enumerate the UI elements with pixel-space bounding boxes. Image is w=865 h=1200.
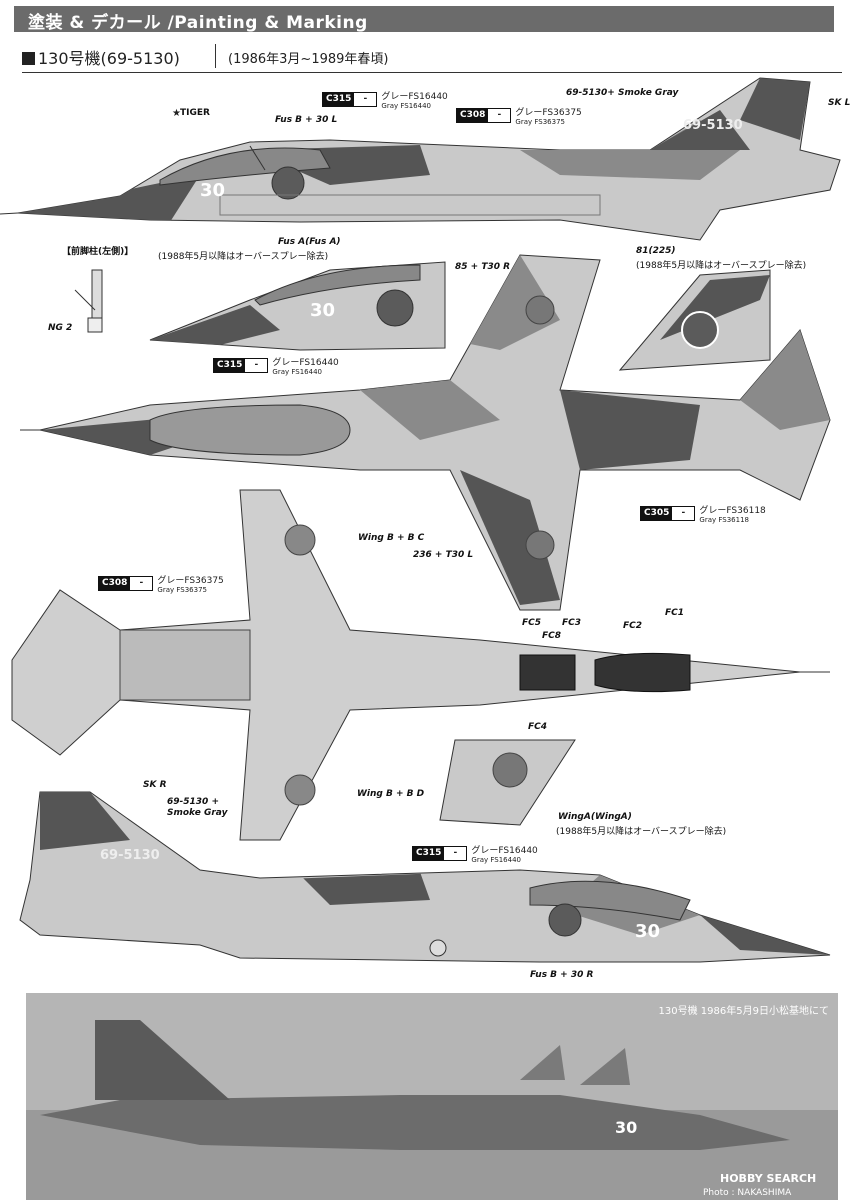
aircraft-number-left: 30 (200, 180, 226, 201)
callout-fus-a: Fus A(Fus A) (278, 237, 341, 247)
callout-wing-bbd: Wing B + B D (357, 789, 425, 799)
callout-sk-l: SK L (828, 98, 851, 108)
bottom-view (11, 489, 830, 841)
nose-gear-detail (74, 269, 103, 333)
callout-81-note: (1988年5月以降はオーバースプレー除去) (636, 261, 807, 271)
callout-81: 81(225) (636, 246, 676, 256)
photo-aircraft (26, 993, 838, 1200)
page-title: 塗装 & デカール /Painting & Marking (28, 13, 368, 33)
fin-detail (618, 269, 771, 371)
callout-smoke-gray-right: 69-5130 + Smoke Gray (167, 797, 228, 818)
callout-fc1: FC1 (665, 608, 685, 618)
photo-caption: 130号機 1986年5月9日小松基地にて (658, 1006, 829, 1017)
side-view-right (19, 791, 831, 963)
callout-nose-gear: 【前脚柱(左側)】 (62, 247, 134, 257)
aircraft-number-detail: 30 (310, 300, 336, 321)
side-view-left (0, 77, 841, 241)
wing-detail (439, 739, 576, 826)
aircraft-serial-right: 69-5130 (100, 848, 160, 863)
callout-fus-b30r: Fus B + 30 R (530, 970, 594, 980)
callout-fc5: FC5 (522, 618, 542, 628)
photo-credit: Photo : NAKASHIMA (703, 1188, 792, 1198)
callout-wing-a: WingA(WingA) (558, 812, 632, 822)
front-fuselage-detail (149, 261, 446, 351)
callout-sk-r: SK R (143, 780, 167, 790)
callout-fus-b30l: Fus B + 30 L (275, 115, 338, 125)
section-title-text: 130号機(69-5130) (38, 49, 180, 68)
title-rule (22, 72, 842, 73)
section-title: 130号機(69-5130) (22, 45, 180, 69)
callout-fc3: FC3 (562, 618, 582, 628)
section-period: (1986年3月~1989年春頃) (228, 52, 389, 67)
callout-fc8: FC8 (542, 631, 562, 641)
callout-wing-bbc: Wing B + B C (358, 533, 425, 543)
title-divider (215, 44, 216, 68)
callout-fc2: FC2 (623, 621, 643, 631)
aircraft-serial-left: 69-5130 (683, 118, 743, 133)
square-bullet-icon (22, 52, 35, 65)
callout-wing-a-note: (1988年5月以降はオーバースプレー除去) (556, 827, 727, 837)
callout-t30l: 236 + T30 L (413, 550, 474, 560)
callout-fus-a-note: (1988年5月以降はオーバースプレー除去) (158, 252, 329, 262)
callout-tiger: TIGER (180, 108, 210, 118)
callout-smoke-gray-left: 69-5130+ Smoke Gray (566, 88, 679, 98)
callout-fc4: FC4 (528, 722, 548, 732)
aircraft-number-right: 30 (635, 921, 661, 942)
callout-ng2: NG 2 (48, 323, 73, 333)
aircraft-number-photo: 30 (615, 1118, 638, 1137)
header-bar (14, 6, 834, 32)
watermark: HOBBY SEARCH (720, 1172, 817, 1185)
star-icon: ★ (172, 108, 181, 119)
callout-t30r: 85 + T30 R (455, 262, 511, 272)
